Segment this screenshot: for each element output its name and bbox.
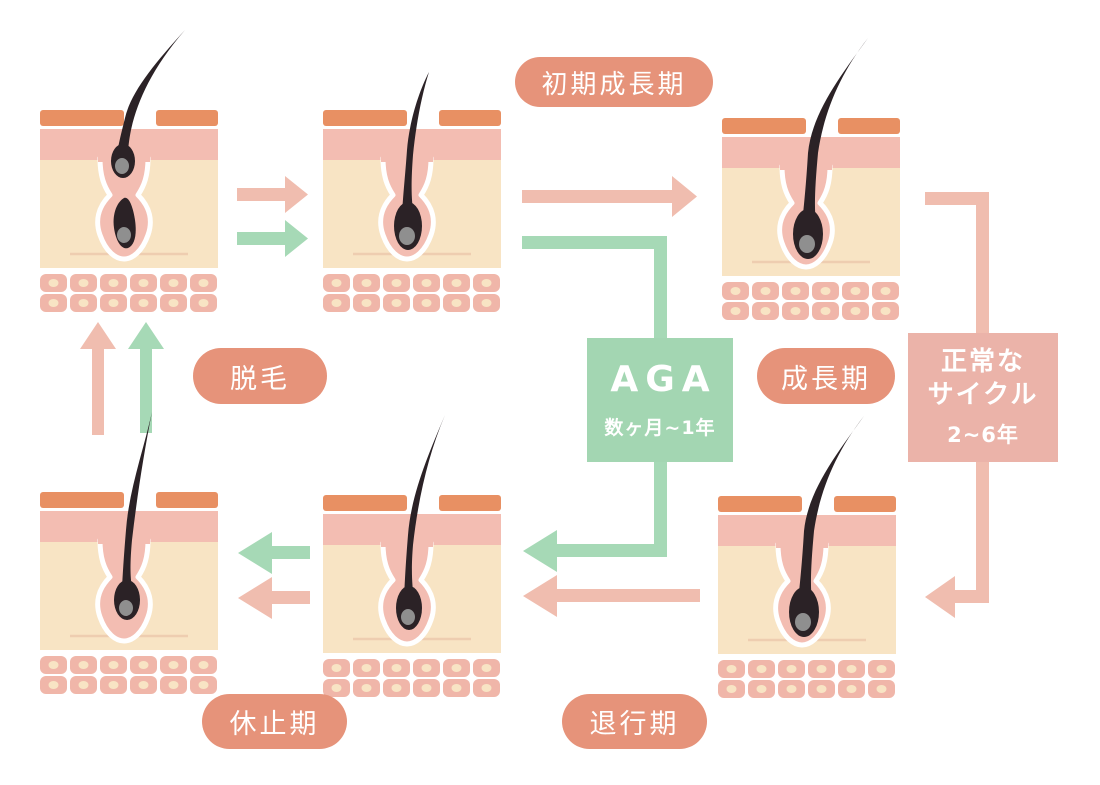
aga-connector-horizontal <box>522 236 667 249</box>
arrow-left-green-from-aga <box>523 530 667 572</box>
label-telogen-text: 休止期 <box>229 709 320 740</box>
skin-panel-bottom-left <box>40 412 218 694</box>
arrow-left-pink-into-bottom-right <box>925 576 988 618</box>
aga-duration: 数ヶ月~1年 <box>604 417 716 440</box>
normal-cycle-duration: 2~6年 <box>947 423 1019 447</box>
cycle-connector-horizontal <box>925 192 989 205</box>
skin-panel-bottom-middle <box>323 415 501 697</box>
skin-panel-bottom-right <box>718 416 896 698</box>
label-telogen-phase: 休止期 <box>202 694 347 749</box>
label-initial-growth-text: 初期成長期 <box>541 69 687 100</box>
aga-title: AGA <box>610 358 717 400</box>
skin-cross-section-illustration <box>323 72 501 312</box>
label-growth-phase: 成長期 <box>757 348 895 404</box>
skin-panel-top-right <box>722 38 900 320</box>
arrow-left-pink-long <box>523 575 700 617</box>
label-shedding: 脱毛 <box>193 348 327 404</box>
arrow-left-pink-short <box>238 577 310 619</box>
aga-cycle-box: AGA 数ヶ月~1年 <box>587 338 733 462</box>
arrow-right-pink-long <box>522 176 697 217</box>
label-shedding-text: 脱毛 <box>230 363 290 395</box>
label-initial-growth-phase: 初期成長期 <box>515 57 713 107</box>
normal-cycle-box: 正常な サイクル 2~6年 <box>908 333 1058 462</box>
skin-cross-section-illustration <box>718 416 896 698</box>
skin-panel-top-middle <box>323 30 501 312</box>
skin-cross-section-illustration <box>40 30 218 312</box>
normal-cycle-title-line1: 正常な <box>940 347 1025 377</box>
arrow-left-green-short <box>238 532 310 574</box>
arrow-right-pink-short <box>237 176 308 213</box>
skin-cross-section-illustration <box>722 38 900 320</box>
skin-panel-top-left <box>40 30 218 312</box>
skin-cross-section-illustration <box>40 412 218 694</box>
label-catagen-text: 退行期 <box>589 709 680 740</box>
label-catagen-phase: 退行期 <box>562 694 707 749</box>
arrow-right-green-short <box>237 220 308 257</box>
label-growth-text: 成長期 <box>781 363 871 395</box>
skin-cross-section-illustration <box>323 415 501 697</box>
normal-cycle-title-line2: サイクル <box>927 379 1039 410</box>
